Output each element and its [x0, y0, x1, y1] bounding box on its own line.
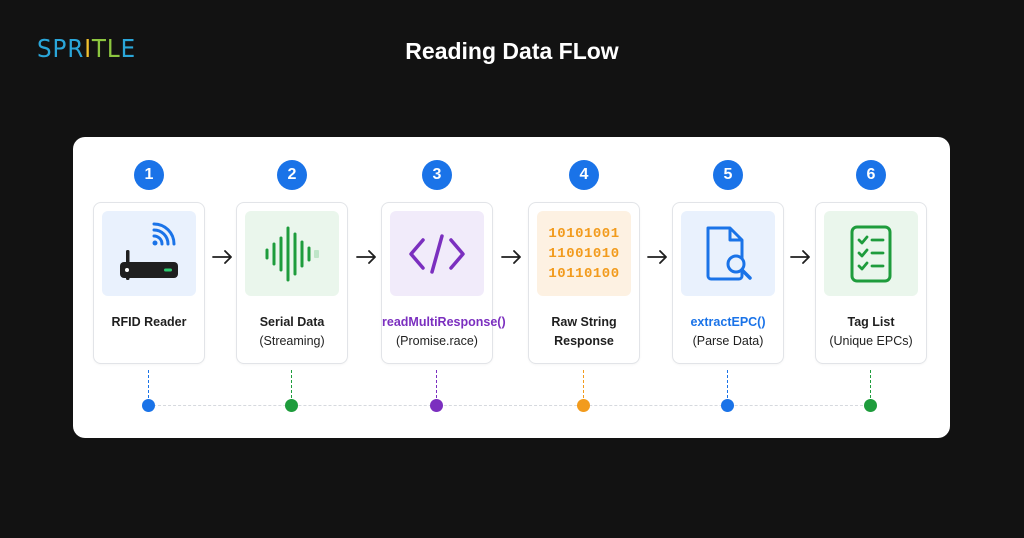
step-subtitle: (Unique EPCs)	[829, 334, 913, 348]
step-subtitle: (Streaming)	[259, 334, 325, 348]
logo-letter-p: P	[52, 34, 68, 63]
step-card: extractEPC() (Parse Data)	[672, 202, 784, 364]
step-label: extractEPC() (Parse Data)	[673, 313, 783, 351]
step-number-badge: 5	[713, 160, 743, 190]
binary-line: 11001010	[548, 245, 620, 262]
step-card: RFID Reader	[93, 202, 205, 364]
step-title: Raw String	[551, 315, 617, 329]
document-search-icon	[706, 226, 752, 280]
checklist-icon	[850, 225, 892, 282]
connector-stem	[583, 370, 584, 398]
step-subtitle: (Parse Data)	[692, 334, 764, 348]
step-title: Tag List	[847, 315, 895, 329]
timeline-dot	[142, 399, 155, 412]
spritle-logo: SPRITLE	[37, 34, 136, 63]
logo-letter-e: E	[120, 34, 137, 63]
logo-letter-i: I	[84, 34, 92, 63]
icon-box	[245, 211, 339, 296]
connector-stem	[727, 370, 728, 398]
timeline-line	[153, 405, 873, 406]
step-label: readMultiResponse() (Promise.race)	[382, 313, 506, 351]
connector-stem	[291, 370, 292, 398]
logo-letter-l: L	[106, 34, 121, 63]
arrow-right-icon	[212, 250, 232, 264]
icon-box	[824, 211, 918, 296]
connector-stem	[870, 370, 871, 398]
step-card: readMultiResponse() (Promise.race)	[381, 202, 506, 364]
timeline-dot	[285, 399, 298, 412]
step-number-badge: 3	[422, 160, 452, 190]
timeline-dot	[577, 399, 590, 412]
arrow-right-icon	[647, 250, 667, 264]
binary-line: 10110100	[548, 265, 620, 282]
connector-stem	[148, 370, 149, 398]
step-card: Tag List (Unique EPCs)	[815, 202, 927, 364]
binary-line: 10101001	[548, 225, 620, 242]
step-number-badge: 6	[856, 160, 886, 190]
icon-box	[102, 211, 196, 296]
step-number-badge: 4	[569, 160, 599, 190]
icon-box: 10101001 11001010 10110100	[537, 211, 631, 296]
flow-panel: 1 RFID Reader	[73, 137, 950, 438]
waveform-icon	[265, 226, 319, 281]
step-number-badge: 2	[277, 160, 307, 190]
step-title: Serial Data	[259, 315, 325, 329]
page-title: Reading Data FLow	[405, 38, 619, 64]
step-subtitle: Response	[554, 334, 614, 348]
rfid-reader-icon	[120, 222, 178, 280]
code-icon	[409, 233, 465, 274]
logo-letter-t: T	[91, 34, 107, 63]
step-label: RFID Reader	[94, 313, 204, 332]
step-label: Raw String Response	[529, 313, 639, 351]
binary-icon: 10101001 11001010 10110100	[548, 224, 619, 284]
step-subtitle: (Promise.race)	[396, 334, 478, 348]
icon-box	[390, 211, 484, 296]
logo-letter-s: S	[37, 34, 53, 63]
timeline-dot	[721, 399, 734, 412]
step-title: RFID Reader	[111, 315, 187, 329]
timeline-dot	[430, 399, 443, 412]
timeline-dot	[864, 399, 877, 412]
step-card: Serial Data (Streaming)	[236, 202, 348, 364]
arrow-right-icon	[790, 250, 810, 264]
arrow-right-icon	[356, 250, 376, 264]
step-label: Tag List (Unique EPCs)	[816, 313, 926, 351]
arrow-right-icon	[501, 250, 521, 264]
logo-letter-r: R	[67, 34, 85, 63]
step-title: readMultiResponse()	[382, 315, 506, 329]
step-title: extractEPC()	[690, 315, 766, 329]
step-card: 10101001 11001010 10110100 Raw String Re…	[528, 202, 640, 364]
connector-stem	[436, 370, 437, 398]
icon-box	[681, 211, 775, 296]
step-label: Serial Data (Streaming)	[237, 313, 347, 351]
step-number-badge: 1	[134, 160, 164, 190]
